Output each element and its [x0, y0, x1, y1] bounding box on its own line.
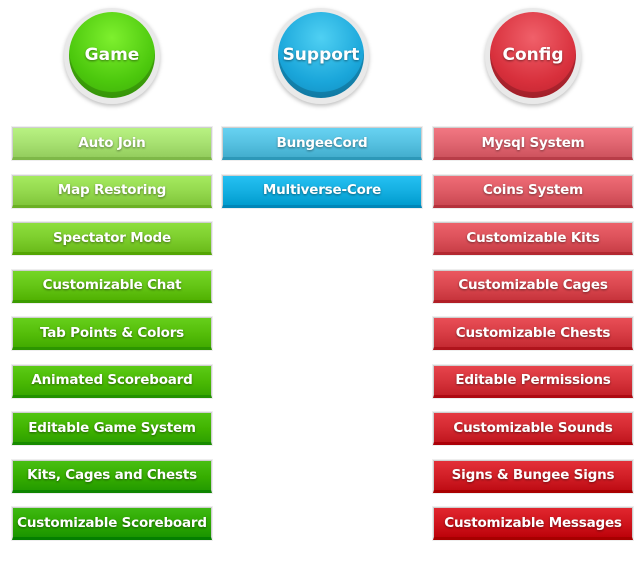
- game-feature-customizable-scoreboard[interactable]: Customizable Scoreboard: [12, 507, 212, 540]
- feature-label: Customizable Chests: [455, 324, 611, 341]
- game-feature-animated-scoreboard[interactable]: Animated Scoreboard: [12, 364, 212, 398]
- feature-label: Signs & Bungee Signs: [451, 467, 615, 483]
- feature-label: Editable Game System: [28, 419, 196, 436]
- config-feature-customizable-kits[interactable]: Customizable Kits: [433, 222, 633, 255]
- feature-label: Customizable Cages: [458, 277, 608, 293]
- game-feature-tab-points-colors[interactable]: Tab Points & Colors: [12, 317, 212, 350]
- config-feature-mysql-system[interactable]: Mysql System: [433, 127, 633, 160]
- feature-label: Customizable Kits: [466, 229, 600, 246]
- config-feature-signs-bungee-signs[interactable]: Signs & Bungee Signs: [433, 459, 633, 493]
- feature-label: BungeeCord: [276, 134, 368, 151]
- game-feature-spectator-mode[interactable]: Spectator Mode: [12, 222, 212, 255]
- game-feature-editable-game-system[interactable]: Editable Game System: [12, 412, 212, 445]
- feature-label: Multiverse-Core: [262, 182, 382, 198]
- game-feature-kits-cages-chests[interactable]: Kits, Cages and Chests: [12, 459, 212, 493]
- feature-label: Mysql System: [481, 134, 585, 151]
- support-header-label: Support: [278, 12, 364, 98]
- game-feature-map-restoring[interactable]: Map Restoring: [12, 174, 212, 208]
- game-header-circle: Game: [64, 8, 160, 104]
- config-feature-customizable-sounds[interactable]: Customizable Sounds: [433, 412, 633, 445]
- config-header-circle: Config: [485, 8, 581, 104]
- config-feature-editable-permissions[interactable]: Editable Permissions: [433, 364, 633, 398]
- feature-label: Coins System: [483, 182, 583, 198]
- config-feature-customizable-messages[interactable]: Customizable Messages: [433, 507, 633, 540]
- support-header-circle: Support: [273, 8, 369, 104]
- feature-label: Spectator Mode: [53, 229, 171, 246]
- game-feature-list: Auto Join Map Restoring Spectator Mode C…: [12, 127, 212, 555]
- config-feature-customizable-cages[interactable]: Customizable Cages: [433, 269, 633, 303]
- feature-label: Editable Permissions: [455, 372, 611, 388]
- feature-label: Customizable Scoreboard: [17, 514, 207, 531]
- config-feature-customizable-chests[interactable]: Customizable Chests: [433, 317, 633, 350]
- game-feature-customizable-chat[interactable]: Customizable Chat: [12, 269, 212, 303]
- feature-label: Tab Points & Colors: [40, 324, 184, 341]
- feature-label: Customizable Chat: [42, 277, 182, 293]
- feature-label: Auto Join: [78, 134, 146, 151]
- config-feature-list: Mysql System Coins System Customizable K…: [433, 127, 633, 555]
- feature-label: Map Restoring: [57, 182, 167, 198]
- support-feature-multiverse-core[interactable]: Multiverse-Core: [222, 174, 422, 208]
- feature-label: Customizable Messages: [444, 514, 622, 531]
- game-feature-auto-join[interactable]: Auto Join: [12, 127, 212, 160]
- config-feature-coins-system[interactable]: Coins System: [433, 174, 633, 208]
- feature-label: Kits, Cages and Chests: [27, 467, 197, 483]
- config-header-label: Config: [490, 12, 576, 98]
- support-feature-list: BungeeCord Multiverse-Core: [222, 127, 422, 222]
- game-header-label: Game: [69, 12, 155, 98]
- support-feature-bungeecord[interactable]: BungeeCord: [222, 127, 422, 160]
- feature-label: Customizable Sounds: [453, 419, 613, 436]
- feature-label: Animated Scoreboard: [31, 372, 193, 388]
